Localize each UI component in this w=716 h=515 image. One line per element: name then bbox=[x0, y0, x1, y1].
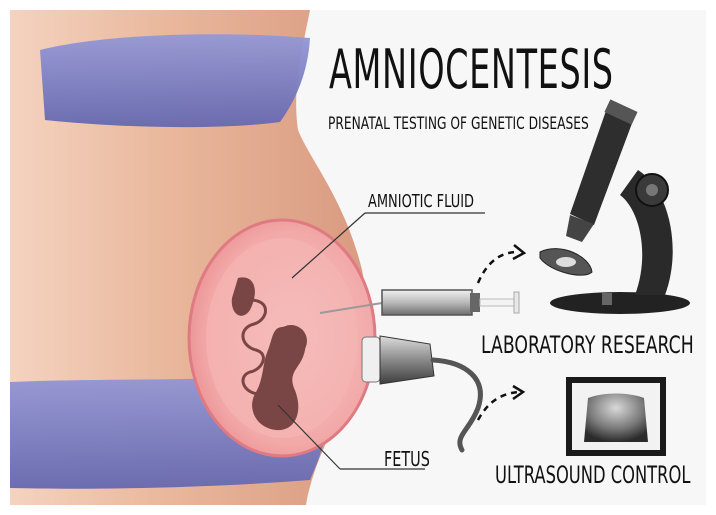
fetus-label: FETUS bbox=[384, 447, 430, 471]
ultrasound-control-label: ULTRASOUND CONTROL bbox=[495, 461, 690, 489]
ultrasound-probe bbox=[362, 336, 480, 450]
amniotic-fluid-label: AMNIOTIC FLUID bbox=[368, 191, 474, 212]
page-title: AMNIOCENTESIS bbox=[329, 38, 614, 101]
arrow-to-lab bbox=[478, 252, 518, 283]
ultrasound-monitor-icon bbox=[566, 377, 666, 456]
bra bbox=[40, 34, 310, 127]
arrow-to-ultrasound bbox=[478, 392, 518, 420]
laboratory-research-label: LABORATORY RESEARCH bbox=[481, 331, 694, 359]
page-subtitle: PRENATAL TESTING OF GENETIC DISEASES bbox=[328, 114, 589, 134]
infographic: AMNIOCENTESIS PRENATAL TESTING OF GENETI… bbox=[10, 10, 706, 505]
